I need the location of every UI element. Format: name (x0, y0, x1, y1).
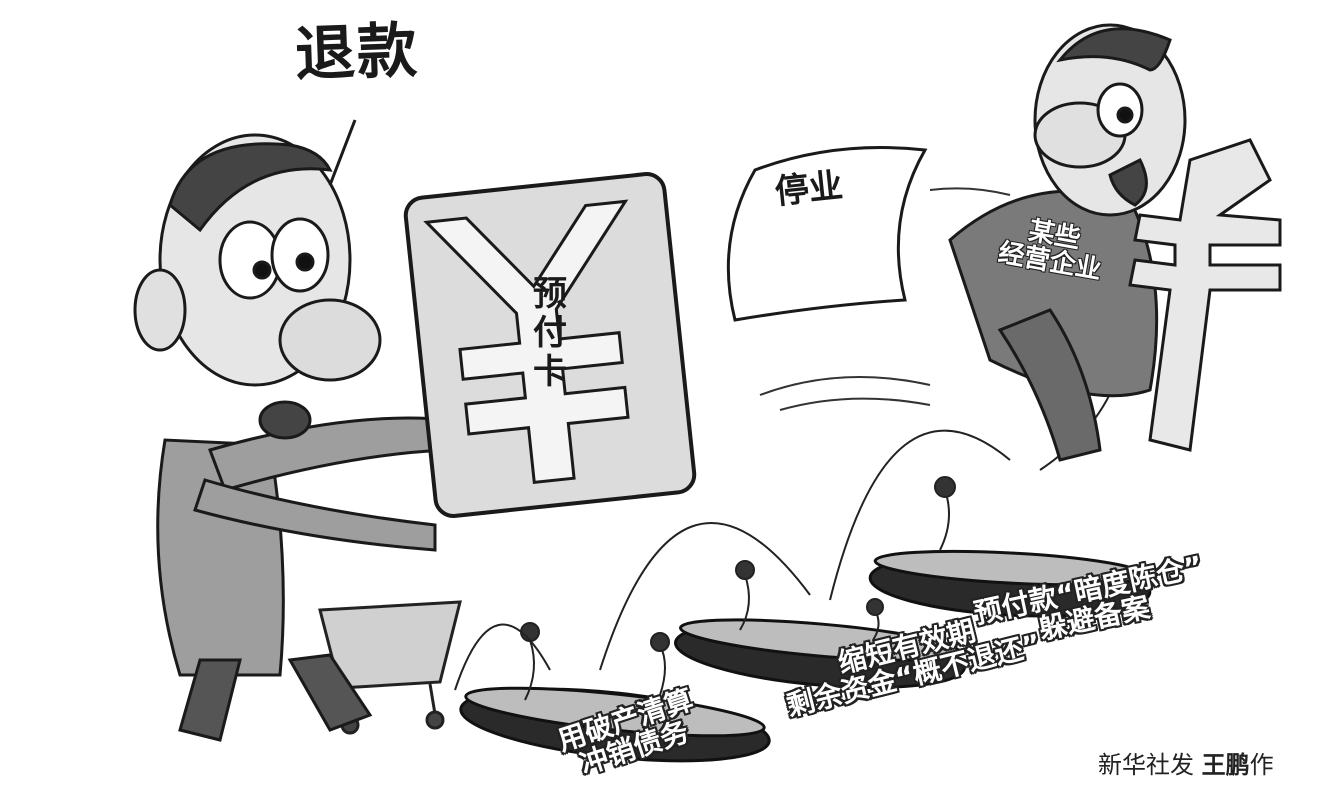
prepaid-card (403, 172, 697, 518)
sprouts (520, 476, 956, 701)
speech-line (328, 119, 357, 186)
consumer-character (133, 133, 452, 742)
hole-2 (674, 618, 966, 689)
business-character (948, 23, 1282, 462)
credit-suffix: 作 (1249, 751, 1274, 779)
motion-lines (759, 187, 1011, 411)
closed-sign-label: 停业 (773, 165, 845, 213)
bounce-trajectory (454, 369, 1121, 691)
credit-agency: 新华社发 (1098, 751, 1202, 779)
credit-author: 王鹏 (1201, 751, 1250, 779)
hole-1 (459, 686, 771, 763)
closed-sign (726, 146, 928, 322)
prepaid-card-label: 预付卡 (533, 274, 567, 393)
artist-credit: 新华社发 王鹏作 (1098, 745, 1274, 780)
hole-3 (868, 549, 1152, 618)
refund-shout-text: 退款 (293, 15, 421, 91)
